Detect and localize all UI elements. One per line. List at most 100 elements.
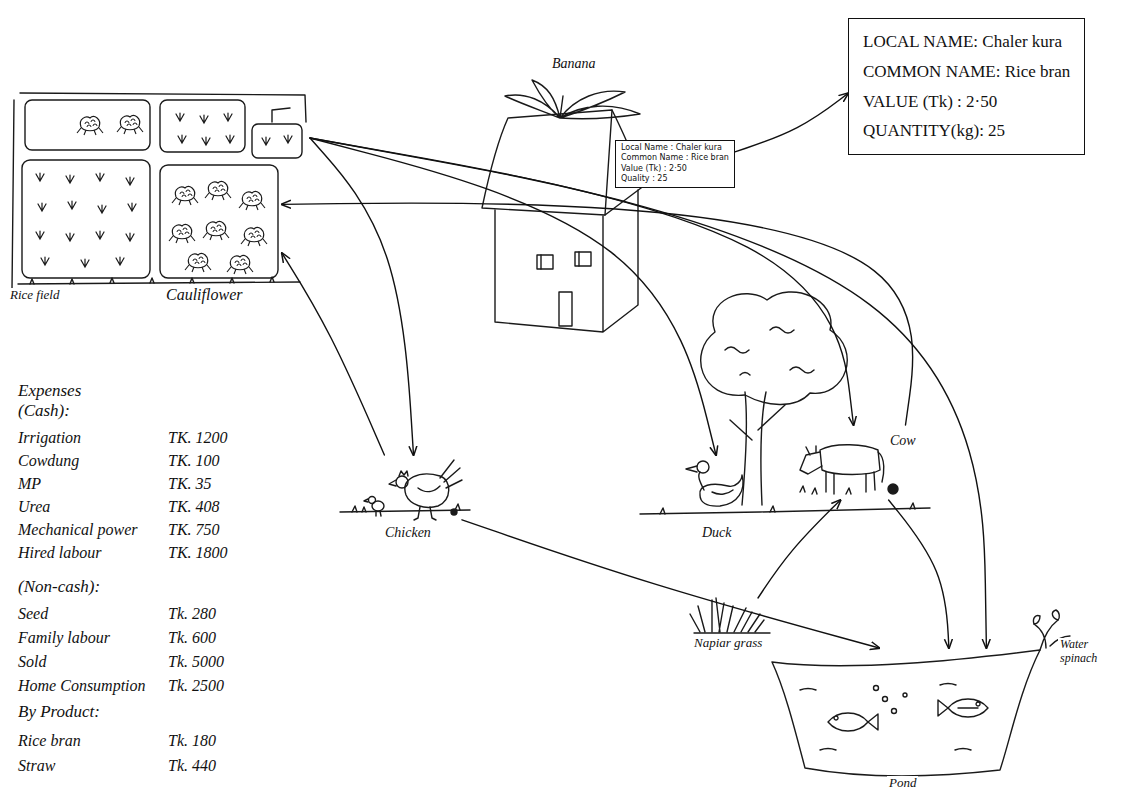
flow-arrow <box>310 138 854 425</box>
duck-head <box>697 461 709 473</box>
field-region: Rice field Cauliflower <box>5 95 310 310</box>
crop-plot <box>160 100 245 152</box>
cauliflower-plot-outline <box>160 165 278 278</box>
water-spinach-plant: Water spinach <box>1042 612 1122 692</box>
plot-label: Cauliflower <box>164 286 244 304</box>
house-window <box>537 255 553 269</box>
expense-amount: Tk. 180 <box>168 731 216 750</box>
crop-mark <box>116 257 124 265</box>
cauliflower-symbol <box>239 192 265 210</box>
duck-body <box>700 475 743 506</box>
house-door <box>559 292 572 326</box>
cow-dung <box>888 484 898 494</box>
duck-bill-wing <box>686 466 733 494</box>
cow-body <box>820 445 880 475</box>
crop-mark <box>36 231 44 239</box>
crop-mark <box>202 137 210 145</box>
cow-grass <box>800 486 851 494</box>
rice-plot <box>22 160 150 278</box>
cauliflower-plot: Cauliflower <box>158 160 282 308</box>
info-line: VALUE (Tk) : 2·50 <box>863 87 1070 117</box>
bubble <box>903 693 907 697</box>
info-line: Value (Tk) : 2·50 <box>621 164 729 174</box>
bubble <box>892 709 897 714</box>
hen-body <box>405 474 449 507</box>
tree-trunk <box>730 392 785 505</box>
cauliflower-symbol <box>185 254 211 272</box>
expense-item: MP <box>18 474 41 493</box>
pond-ripples <box>800 684 971 751</box>
info-line: QUANTITY(kg): 25 <box>863 116 1070 146</box>
flow-arrow <box>310 138 986 648</box>
field-frame <box>12 93 306 290</box>
expense-amount: TK. 408 <box>168 497 220 516</box>
napier-ground <box>694 632 770 633</box>
expense-amount: TK. 100 <box>168 451 220 470</box>
water-spinach-leaves <box>1033 610 1059 624</box>
table-heading: (Non-cash): <box>18 577 100 597</box>
house-walls <box>495 190 638 332</box>
expense-item: Urea <box>18 497 50 516</box>
info-line: COMMON NAME: Rice bran <box>863 57 1070 87</box>
field-bund <box>18 282 300 284</box>
crop-mark <box>126 233 134 241</box>
fish <box>828 713 878 731</box>
expense-item: Straw <box>18 756 55 775</box>
chick-beak-legs <box>364 499 381 516</box>
table-heading: Expenses (Cash): <box>18 381 110 422</box>
flow-arrow <box>462 520 879 648</box>
expense-item: Cowdung <box>18 451 79 470</box>
crop-mark <box>41 257 49 265</box>
crop-mark <box>66 175 74 183</box>
hen-legs <box>414 507 436 520</box>
cauliflower-symbol <box>227 256 253 274</box>
plot-label: Rice field <box>8 288 61 303</box>
expense-amount: Tk. 2500 <box>168 676 224 695</box>
cauliflower-symbol <box>117 116 143 134</box>
plant-label: Banana <box>552 56 596 73</box>
flow-arrow <box>758 500 841 598</box>
expense-amount: Tk. 600 <box>168 628 216 647</box>
expense-amount: TK. 1200 <box>168 428 228 447</box>
info-line: Local Name : Chaler kura <box>621 143 729 153</box>
canopy-texture <box>725 327 814 375</box>
hen-head <box>396 476 408 488</box>
cauliflower-symbol <box>172 187 198 205</box>
table-heading: By Product: <box>18 702 100 722</box>
drawing-strokes <box>12 80 1070 776</box>
cauliflower-symbol <box>203 222 229 240</box>
expense-item: Hired labour <box>18 543 101 562</box>
crop-mark <box>176 113 184 121</box>
house-window <box>575 252 591 266</box>
crop-mark <box>96 173 104 181</box>
roof-ridge <box>605 110 612 215</box>
flow-arrow <box>282 203 913 425</box>
field-crops <box>36 113 292 274</box>
expense-item: Mechanical power <box>18 520 138 539</box>
figure-label: Duck <box>700 525 734 541</box>
expense-item: Seed <box>18 604 48 623</box>
crop-plot <box>252 124 302 158</box>
cow-legs-tail <box>826 452 884 494</box>
figure-label: Pond <box>887 776 918 791</box>
expense-item: Irrigation <box>18 428 81 447</box>
cauliflower-symbol <box>169 225 195 243</box>
crop-mark <box>226 135 234 143</box>
cow-head <box>800 446 822 474</box>
chicken-droppings <box>451 509 457 515</box>
info-card-small: Local Name : Chaler kuraCommon Name : Ri… <box>615 140 735 188</box>
bubble <box>883 697 888 702</box>
hen-tail-wing <box>418 460 462 492</box>
duck-figure: Duck <box>680 455 752 545</box>
chick-head <box>369 497 376 504</box>
window-bar <box>541 252 579 269</box>
crop-mark <box>96 231 104 239</box>
banana-leaves <box>505 80 640 119</box>
expense-amount: TK. 35 <box>168 474 212 493</box>
napier-grass-blades <box>690 598 764 632</box>
crop-mark <box>284 135 292 143</box>
info-line: Common Name : Rice bran <box>621 153 729 163</box>
plot-post <box>272 108 290 122</box>
expense-amount: Tk. 440 <box>168 756 216 775</box>
flow-arrow <box>310 138 414 455</box>
